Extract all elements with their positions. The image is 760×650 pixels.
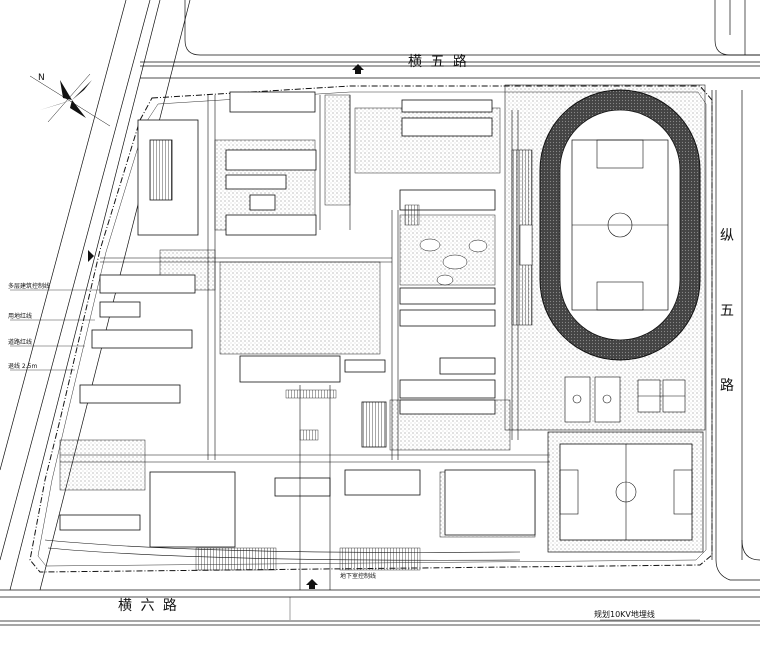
road-label-east: 纵五路 xyxy=(720,228,736,394)
north-arrow: N xyxy=(29,73,111,127)
internal-roads xyxy=(44,95,550,590)
annotation-road-boundary: 道路红线 xyxy=(8,338,32,346)
buildings xyxy=(59,91,536,548)
annotation-cable: 规划10KV地埋线 xyxy=(594,609,655,619)
entrance-markers xyxy=(88,64,364,589)
annotation-land-boundary: 用地红线 xyxy=(8,312,32,320)
annotation-building-control: 多层建筑控制线 xyxy=(8,282,50,290)
road-label-north: 横 五 路 xyxy=(408,54,469,70)
annotation-basement-control: 地下室控制线 xyxy=(340,572,376,580)
north-label: N xyxy=(38,73,45,83)
soccer-field xyxy=(547,431,704,553)
road-label-south: 横 六 路 xyxy=(118,598,179,614)
road-label-east-char: 纵 xyxy=(720,228,736,244)
sports-courts xyxy=(564,376,686,423)
courtyard-ponds xyxy=(419,238,488,286)
annotation-setback: 退线 2.5m xyxy=(8,362,37,370)
hatched-strips xyxy=(195,204,421,571)
site-boundary xyxy=(29,85,713,573)
leader-lines xyxy=(10,289,700,621)
grandstand xyxy=(511,149,533,326)
running-track xyxy=(504,84,706,431)
road-label-east-char: 路 xyxy=(720,378,736,394)
road-label-east-group: 纵五路 xyxy=(720,228,736,394)
road-label-east-char: 五 xyxy=(720,303,736,319)
roads xyxy=(0,0,760,626)
